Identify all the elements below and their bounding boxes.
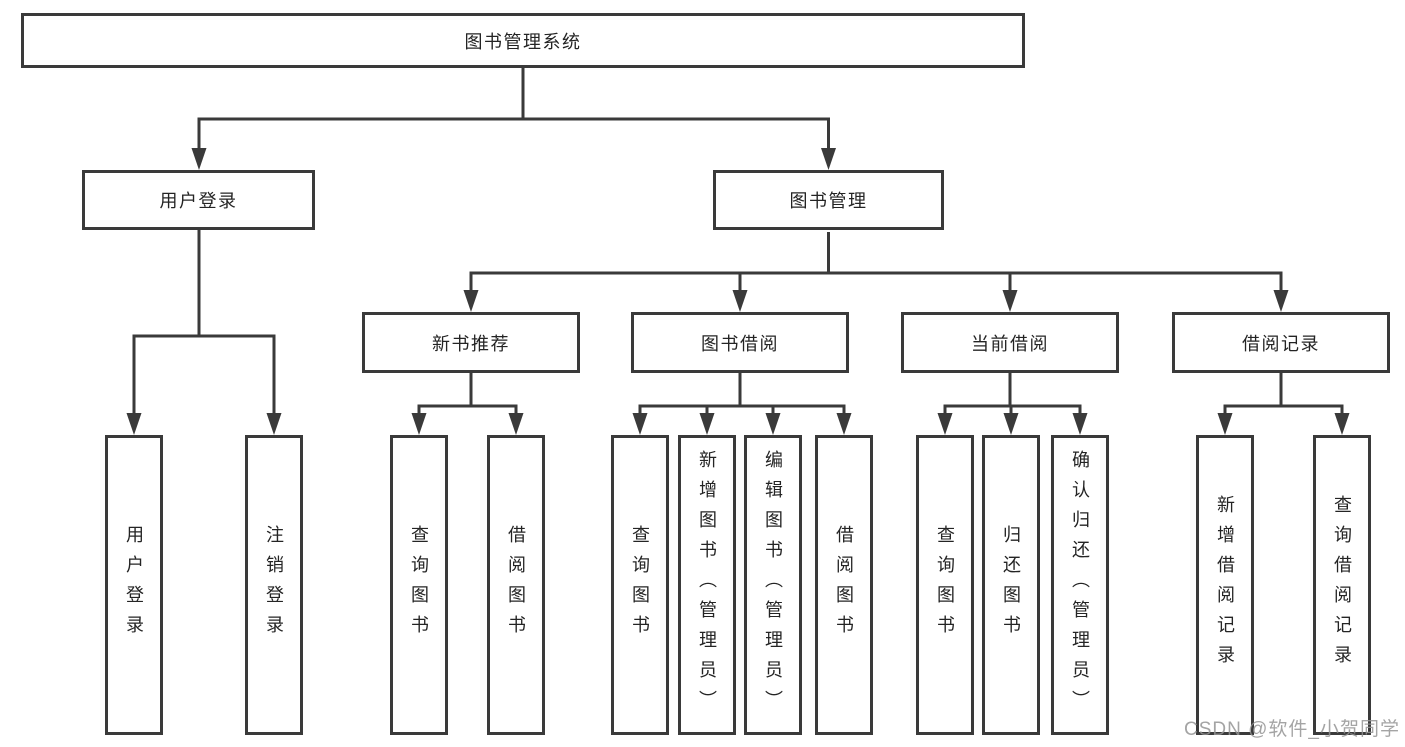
node-user-login-label: 用户登录 bbox=[159, 191, 238, 211]
leaf-borrowing-add-books-admin-label: 新增图书（管理员） bbox=[697, 450, 717, 720]
leaf-record-add: 新增借阅记录 bbox=[1196, 435, 1254, 735]
node-new-book-recommend-label: 新书推荐 bbox=[432, 333, 510, 354]
node-book-management: 图书管理 bbox=[713, 170, 944, 230]
node-book-borrowing-label: 图书借阅 bbox=[701, 333, 779, 354]
leaf-borrowing-add-books-admin: 新增图书（管理员） bbox=[678, 435, 736, 735]
node-current-borrowing-label: 当前借阅 bbox=[971, 333, 1049, 354]
leaf-current-return-books: 归还图书 bbox=[982, 435, 1040, 735]
node-root: 图书管理系统 bbox=[21, 13, 1025, 68]
leaf-current-query-books-label: 查询图书 bbox=[935, 525, 955, 645]
leaf-logout-label: 注销登录 bbox=[264, 525, 284, 645]
leaf-borrowing-query-books-label: 查询图书 bbox=[630, 525, 650, 645]
leaf-borrowing-borrow-books: 借阅图书 bbox=[815, 435, 873, 735]
leaf-user-login: 用户登录 bbox=[105, 435, 163, 735]
leaf-current-confirm-return-admin-label: 确认归还（管理员） bbox=[1070, 450, 1090, 720]
arrowheads bbox=[126, 148, 1350, 435]
leaf-newbook-borrow-books: 借阅图书 bbox=[487, 435, 545, 735]
node-root-label: 图书管理系统 bbox=[464, 31, 582, 52]
leaf-newbook-borrow-books-label: 借阅图书 bbox=[506, 525, 526, 645]
leaf-current-return-books-label: 归还图书 bbox=[1001, 525, 1021, 645]
leaf-record-query: 查询借阅记录 bbox=[1313, 435, 1371, 735]
leaf-newbook-query-books-label: 查询图书 bbox=[409, 525, 429, 645]
node-current-borrowing: 当前借阅 bbox=[901, 312, 1119, 373]
node-new-book-recommend: 新书推荐 bbox=[362, 312, 580, 373]
leaf-borrowing-edit-books-admin-label: 编辑图书（管理员） bbox=[763, 450, 783, 720]
leaf-current-confirm-return-admin: 确认归还（管理员） bbox=[1051, 435, 1109, 735]
leaf-current-query-books: 查询图书 bbox=[916, 435, 974, 735]
node-book-management-label: 图书管理 bbox=[789, 191, 868, 211]
leaf-record-query-label: 查询借阅记录 bbox=[1332, 495, 1352, 675]
csdn-watermark: CSDN @软件_小贺同学 bbox=[1184, 719, 1400, 740]
node-borrow-records: 借阅记录 bbox=[1172, 312, 1390, 373]
node-borrow-records-label: 借阅记录 bbox=[1242, 333, 1320, 354]
node-user-login: 用户登录 bbox=[82, 170, 315, 230]
leaf-newbook-query-books: 查询图书 bbox=[390, 435, 448, 735]
leaf-record-add-label: 新增借阅记录 bbox=[1215, 495, 1235, 675]
leaf-borrowing-query-books: 查询图书 bbox=[611, 435, 669, 735]
node-book-borrowing: 图书借阅 bbox=[631, 312, 849, 373]
leaf-borrowing-borrow-books-label: 借阅图书 bbox=[834, 525, 854, 645]
leaf-user-login-label: 用户登录 bbox=[124, 525, 144, 645]
leaf-borrowing-edit-books-admin: 编辑图书（管理员） bbox=[744, 435, 802, 735]
leaf-logout: 注销登录 bbox=[245, 435, 303, 735]
